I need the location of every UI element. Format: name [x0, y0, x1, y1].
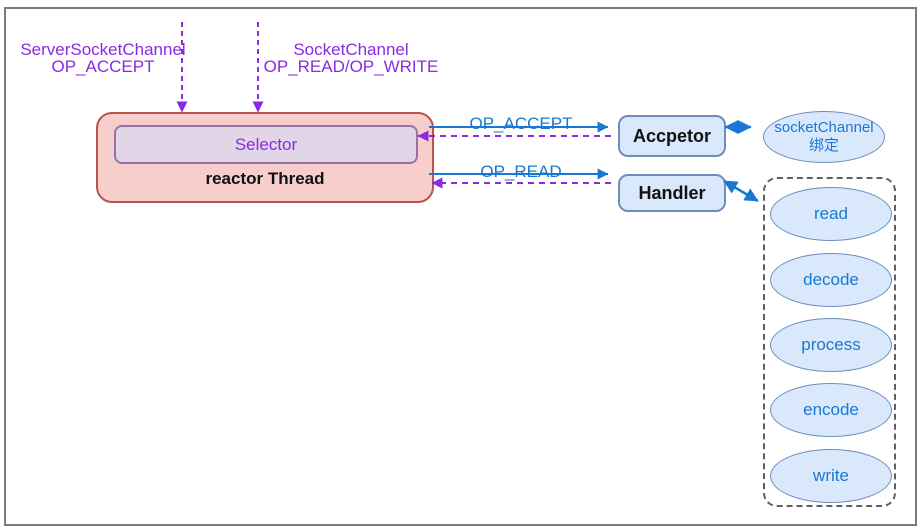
outer-frame: ServerSocketChannel OP_ACCEPT SocketChan…: [4, 7, 917, 526]
reactor-thread-title: reactor Thread: [205, 169, 325, 188]
handler-steps-container: [763, 177, 896, 507]
socketchannel-label-line2: OP_READ/OP_WRITE: [263, 57, 439, 76]
step-decode-label: decode: [803, 270, 859, 289]
selector-label: Selector: [234, 134, 298, 154]
op-accept-edge-label: OP_ACCEPT: [469, 114, 573, 133]
acceptor-box: Accpetor: [618, 115, 726, 157]
socketchannel-bind-ellipse: socketChannel 绑定: [763, 111, 885, 163]
acceptor-label: Accpetor: [632, 125, 712, 146]
serversocketchannel-label-line2: OP_ACCEPT: [51, 57, 155, 76]
step-write-ellipse: write: [770, 449, 892, 503]
step-decode-ellipse: decode: [770, 253, 892, 307]
serversocketchannel-label: ServerSocketChannel OP_ACCEPT: [14, 41, 192, 75]
step-read-label: read: [813, 204, 849, 223]
step-process-ellipse: process: [770, 318, 892, 372]
serversocketchannel-label-line1: ServerSocketChannel: [20, 40, 186, 59]
step-read-ellipse: read: [770, 187, 892, 241]
socketchannel-bind-line1: socketChannel: [774, 119, 874, 136]
step-write-label: write: [813, 466, 849, 485]
handler-box: Handler: [618, 174, 726, 212]
socketchannel-label: SocketChannel OP_READ/OP_WRITE: [260, 41, 442, 75]
socketchannel-bind-line2: 绑定: [808, 137, 839, 154]
step-encode-ellipse: encode: [770, 383, 892, 437]
op-read-edge-label: OP_READ: [480, 162, 562, 181]
handler-label: Handler: [638, 182, 706, 203]
step-process-label: process: [801, 335, 861, 354]
step-encode-label: encode: [803, 400, 859, 419]
selector-box: Selector: [114, 125, 418, 164]
socketchannel-label-line1: SocketChannel: [293, 40, 409, 59]
